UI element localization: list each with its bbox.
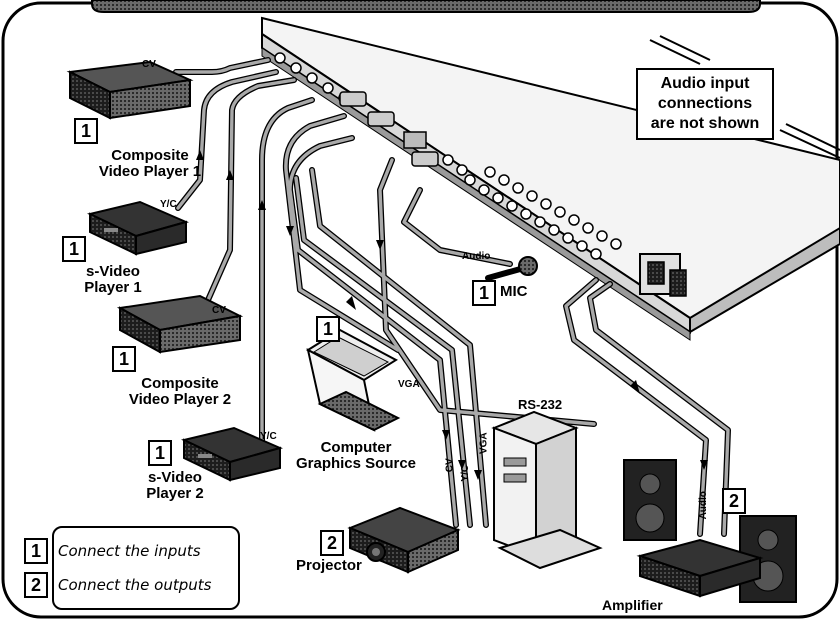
projector xyxy=(350,508,458,572)
svp1-step-badge: 1 xyxy=(62,236,86,262)
svp2-label: s-Video Player 2 xyxy=(130,470,220,502)
cvp1-label: Composite Video Player 1 xyxy=(80,148,220,180)
amp-cable-label: Audio xyxy=(699,491,710,519)
legend-step-2: 2 Connect the outputs xyxy=(24,572,211,598)
cvp2-label: Composite Video Player 2 xyxy=(112,376,248,408)
svp2-name-line2: Player 2 xyxy=(130,486,220,502)
projector-label: Projector xyxy=(296,558,362,574)
svp2-name-line1: s-Video xyxy=(130,470,220,486)
svp2-step-badge: 1 xyxy=(148,440,172,466)
legend-step-1-badge: 1 xyxy=(24,538,48,564)
audio-note-line3: are not shown xyxy=(638,114,772,134)
legend-step-2-badge: 2 xyxy=(24,572,48,598)
audio-note: Audio input connections are not shown xyxy=(636,68,774,140)
title-bar xyxy=(92,0,760,12)
legend-box: 1 Connect the inputs 2 Connect the outpu… xyxy=(52,526,240,610)
rs232-label: RS-232 xyxy=(518,398,562,412)
speaker-left xyxy=(624,460,676,540)
mic-step-badge: 1 xyxy=(472,280,496,306)
legend-step-1-text: Connect the inputs xyxy=(58,542,201,560)
laptop-label: Computer Graphics Source xyxy=(286,440,426,472)
projector-vga-label: VGA xyxy=(480,432,491,454)
laptop-port-label: VGA xyxy=(398,380,420,391)
svp1-name-line1: s-Video xyxy=(68,264,158,280)
projector-yc-label: Y/C xyxy=(461,465,472,482)
cvp1-name-line2: Video Player 1 xyxy=(80,164,220,180)
svp1-name-line2: Player 1 xyxy=(68,280,158,296)
legend-step-2-text: Connect the outputs xyxy=(58,576,211,594)
svp1-label: s-Video Player 1 xyxy=(68,264,158,296)
projector-step-badge: 2 xyxy=(320,530,344,556)
mic-label: MIC xyxy=(500,284,528,300)
cvp2-port-label: CV xyxy=(212,306,226,317)
svp2-port-label: Y/C xyxy=(260,432,277,443)
audio-note-line1: Audio input xyxy=(638,74,772,94)
laptop-name-line2: Graphics Source xyxy=(286,456,426,472)
audio-note-line2: connections xyxy=(638,94,772,114)
cvp2-name-line1: Composite xyxy=(112,376,248,392)
cvp2-name-line2: Video Player 2 xyxy=(112,392,248,408)
laptop-name-line1: Computer xyxy=(286,440,426,456)
laptop-step-badge: 1 xyxy=(316,316,340,342)
composite-player-1 xyxy=(70,62,190,118)
amplifier-label: Amplifier xyxy=(602,598,663,613)
cvp1-step-badge: 1 xyxy=(74,118,98,144)
cvp2-step-badge: 1 xyxy=(112,346,136,372)
legend-step-1: 1 Connect the inputs xyxy=(24,538,201,564)
cvp1-port-label: CV xyxy=(142,60,156,71)
projector-cv-label: CV xyxy=(446,458,457,472)
cvp1-name-line1: Composite xyxy=(80,148,220,164)
amp-step-badge: 2 xyxy=(722,488,746,514)
mic-cable-label: Audio xyxy=(462,252,490,263)
pc-tower xyxy=(494,412,600,568)
svp1-port-label: Y/C xyxy=(160,200,177,211)
